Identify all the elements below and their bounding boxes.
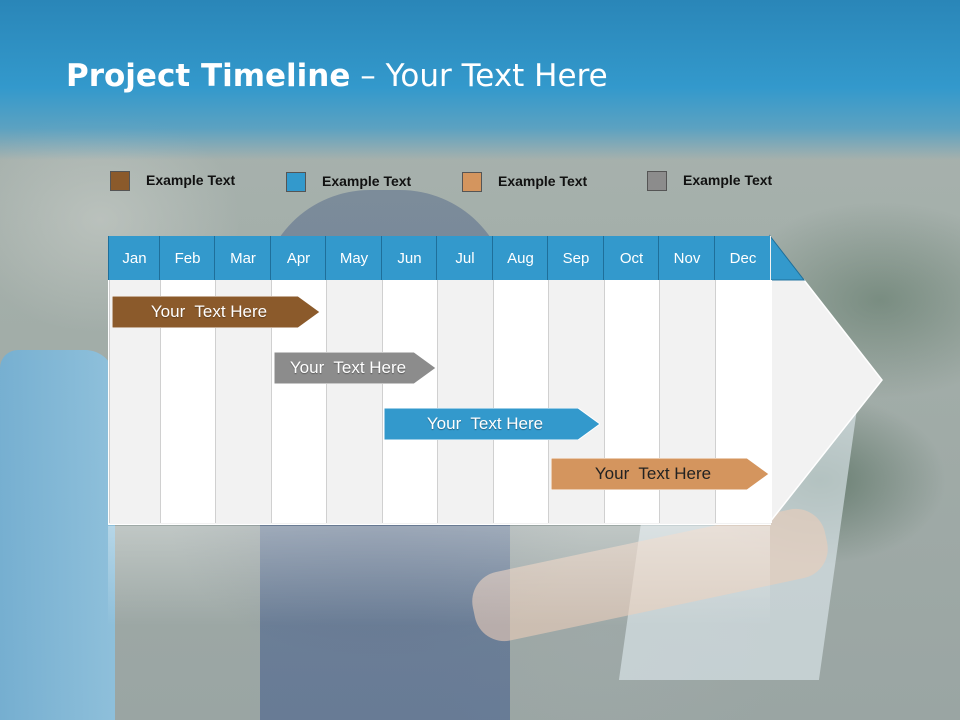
title-bold: Project Timeline <box>66 58 351 94</box>
month-column <box>215 280 272 523</box>
slide-header: Project Timeline – Your Text Here <box>0 0 960 160</box>
month-column <box>326 280 383 523</box>
task-label: Your Text Here <box>289 358 407 377</box>
month-label: Mar <box>214 236 271 280</box>
month-column <box>548 280 605 523</box>
task-label: Your Text Here <box>150 302 268 321</box>
month-label: May <box>325 236 382 280</box>
month-label: Jun <box>381 236 437 280</box>
legend-label: Example Text <box>146 172 236 188</box>
month-column <box>382 280 438 523</box>
month-label: Oct <box>603 236 659 280</box>
month-label: Jan <box>108 236 160 280</box>
backpack-shape <box>0 350 115 720</box>
task-bar-arrow <box>551 458 769 490</box>
task-label: Your Text Here <box>426 414 544 433</box>
task-bar[interactable]: Your Text Here <box>551 458 769 490</box>
page-title: Project Timeline – Your Text Here <box>66 58 608 94</box>
month-label: Sep <box>547 236 604 280</box>
month-column <box>109 280 161 523</box>
task-bar[interactable]: Your Text Here <box>112 296 320 328</box>
month-label: Jul <box>436 236 493 280</box>
legend-swatch-tan <box>462 172 482 192</box>
month-column <box>437 280 494 523</box>
task-bar[interactable]: Your Text Here <box>274 352 436 384</box>
legend-label: Example Text <box>322 173 412 189</box>
task-bar-arrow <box>384 408 600 440</box>
legend-swatch-brown <box>110 171 130 191</box>
task-bar-arrow <box>112 296 320 328</box>
timeline-reflection <box>108 526 770 626</box>
month-label: Feb <box>159 236 215 280</box>
task-bar[interactable]: Your Text Here <box>384 408 600 440</box>
month-column <box>493 280 549 523</box>
task-bar-arrow <box>274 352 436 384</box>
title-rest: – Your Text Here <box>350 58 608 94</box>
month-label: Aug <box>492 236 548 280</box>
month-label: Apr <box>270 236 326 280</box>
month-label: Nov <box>658 236 715 280</box>
legend-swatch-gray <box>647 171 667 191</box>
month-label: Dec <box>714 236 771 280</box>
task-label: Your Text Here <box>594 464 712 483</box>
month-column <box>659 280 716 523</box>
legend-swatch-blue <box>286 172 306 192</box>
legend-label: Example Text <box>498 173 588 189</box>
legend-label: Example Text <box>683 172 773 188</box>
